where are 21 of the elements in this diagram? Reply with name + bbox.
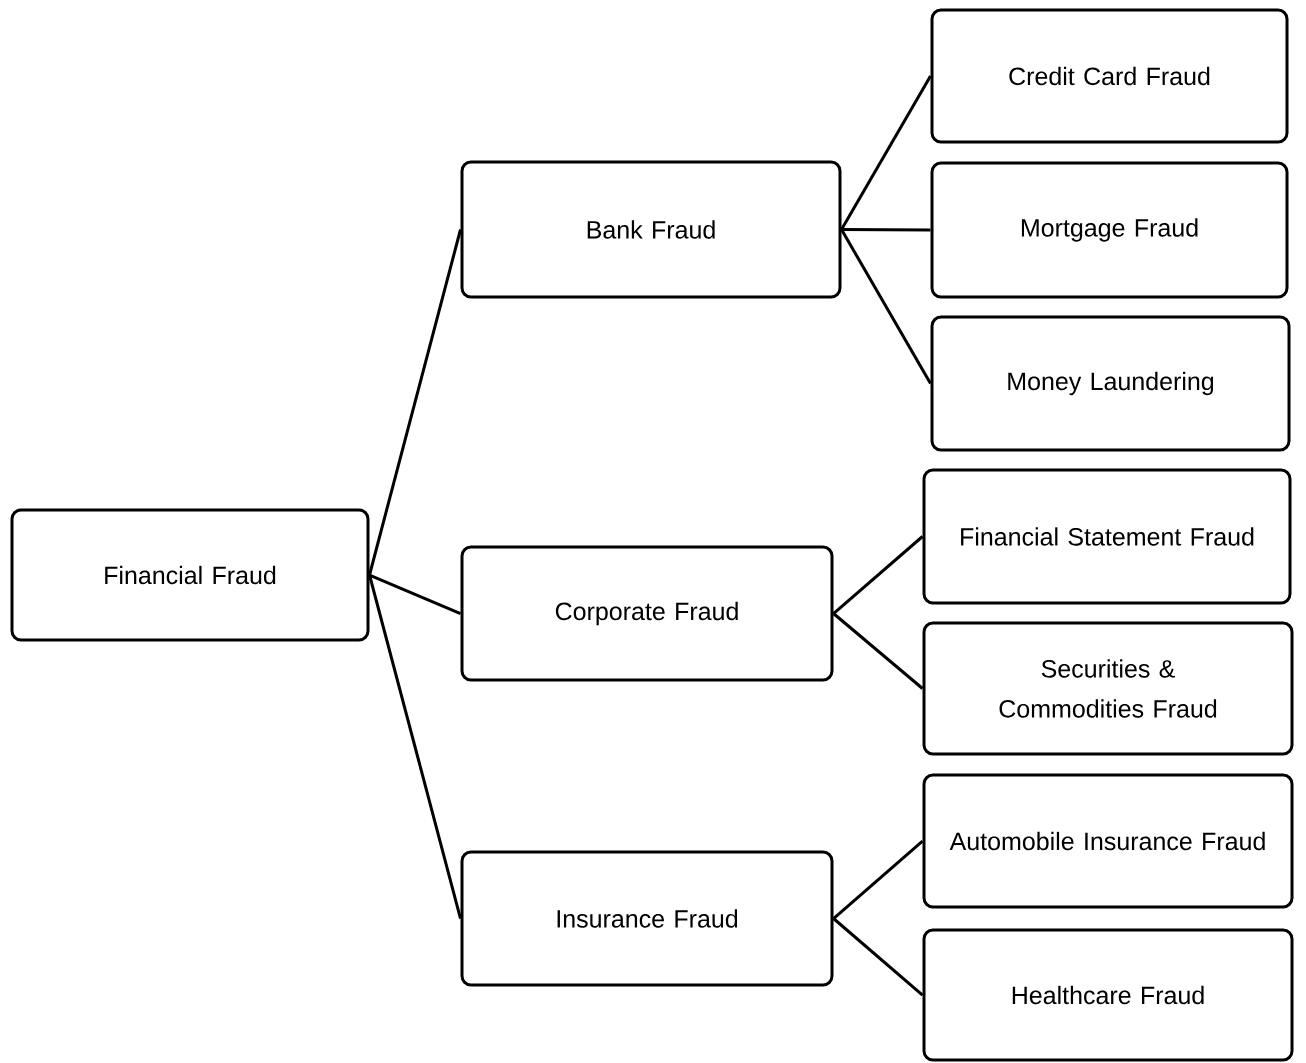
connector-line [368,573,462,615]
connector-line [840,75,932,231]
category-box: Automobile Insurance Fraud [922,773,1294,909]
category-box: Financial Statement Fraud [922,468,1292,605]
category-box: Securities & Commodities Fraud [922,621,1294,756]
category-box: Credit Card Fraud [930,8,1289,144]
connector-line [841,228,931,232]
connector-line [840,228,932,385]
connector-line [832,535,924,615]
category-box: Corporate Fraud [460,545,834,682]
connector-line [368,229,462,576]
category-box: Bank Fraud [460,160,842,299]
category-box: Money Laundering [930,315,1291,452]
category-box: Healthcare Fraud [922,928,1294,1062]
connector-line [832,917,924,997]
connector-line [368,574,462,919]
connector-line [832,839,924,920]
category-box: Insurance Fraud [460,850,834,987]
category-box: Mortgage Fraud [930,161,1289,299]
connector-line [832,612,924,690]
category-box: Financial Fraud [10,508,370,642]
